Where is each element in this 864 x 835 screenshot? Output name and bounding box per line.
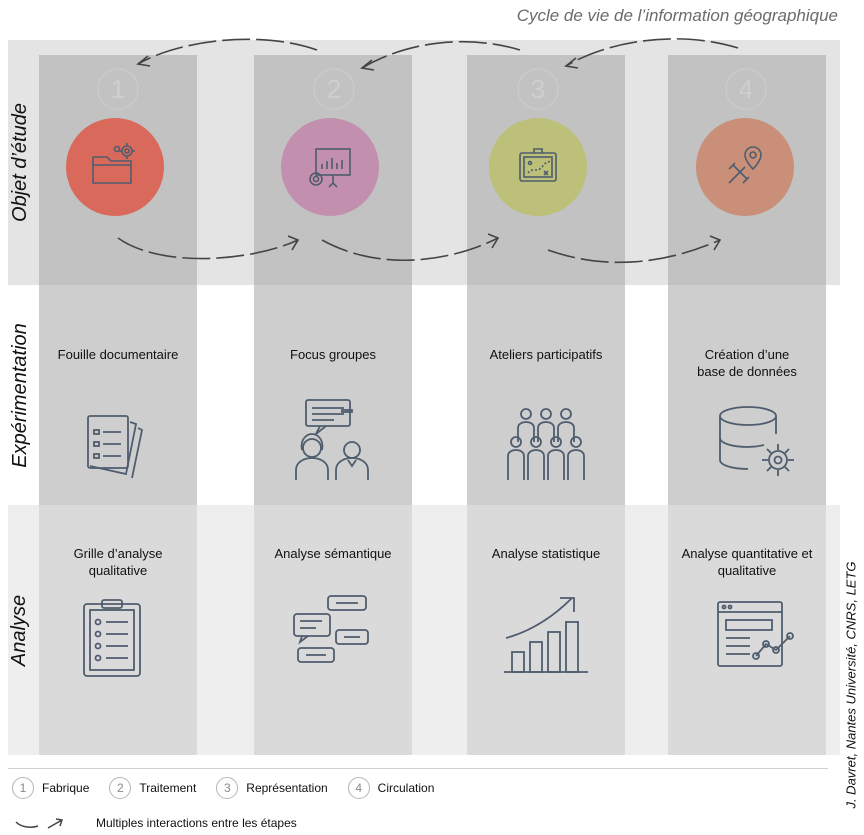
map-board-icon [519,148,557,182]
documents-icon [87,415,144,479]
row-label-analyse: Analyse [8,594,31,666]
database-gear-icon [719,406,794,476]
ana-label-2: Analyse sémantique [274,546,392,561]
row-label-objet: Objet d’étude [8,103,31,222]
diagram-title: Cycle de vie de l’information géographiq… [516,6,838,25]
exp-label-2: Focus groupes [290,347,376,362]
map-pin-tools-icon [728,146,762,184]
stage-circle-1 [66,118,164,216]
exp-label-4: Création d’une base de données [697,347,797,379]
clipboard-checklist-icon [83,599,141,677]
legend-divider [8,768,828,769]
exp-label-3: Ateliers participatifs [489,347,603,362]
people-discussion-icon [295,399,369,480]
stage-number-4: 4 [725,68,767,110]
group-people-icon [507,408,585,480]
stage-circle-2 [281,118,379,216]
legend-arrows: Multiples interactions entre les étapes [14,814,297,832]
stage-number-1: 1 [97,68,139,110]
growth-bar-chart-icon [504,597,588,673]
stage-circle-4 [696,118,794,216]
folder-gear-icon [92,143,135,184]
credit: J. Davret, Nantes Université, CNRS, LETG [843,561,859,809]
report-graph-icon [717,601,794,667]
ana-label-3: Analyse statistique [491,546,601,561]
ana-label-4: Analyse quantitative et qualitative [681,546,813,578]
legend-arrow-icon [15,818,63,829]
chat-bubbles-icon [293,595,369,663]
exp-label-1: Fouille documentaire [57,347,179,362]
ana-label-1: Grille d’analyse qualitative [73,546,163,578]
presentation-chart-icon [309,148,351,188]
stage-number-2: 2 [313,68,355,110]
stage-number-3: 3 [517,68,559,110]
stage-circle-3 [489,118,587,216]
row-label-experimentation: Expérimentation [8,322,31,468]
